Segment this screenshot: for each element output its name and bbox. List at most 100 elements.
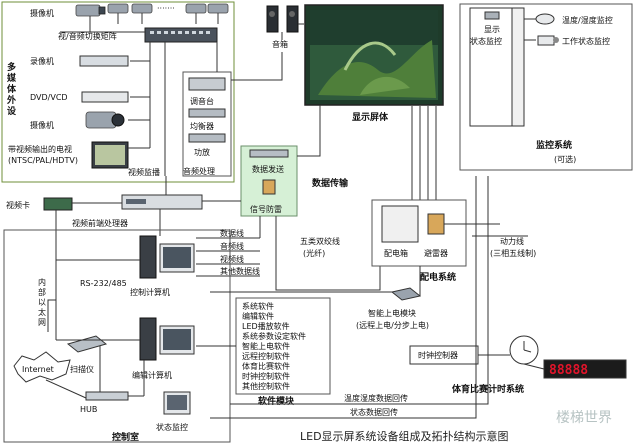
internet-label: Internet	[22, 365, 54, 374]
camera-icon	[75, 4, 106, 17]
lan-5: 网	[38, 318, 46, 327]
software-list: 系统软件编辑软件LED播放软件系统参数设定软件智能上电软件远程控制软件体育比赛软…	[242, 301, 306, 391]
multimedia-label-4: 外	[6, 94, 16, 106]
software-module-box	[235, 297, 331, 395]
camera-row-icon: ·······	[107, 3, 229, 14]
hub-label: HUB	[80, 405, 97, 414]
surge-protector-icon	[262, 179, 276, 195]
display-body-label: 显示屏体	[352, 111, 389, 123]
software-list-item: 体育比赛软件	[242, 361, 290, 371]
multimedia-label-2: 媒	[6, 72, 17, 84]
camera-top-label: 摄像机	[30, 8, 54, 18]
audio-processing-label: 音频处理	[183, 166, 215, 176]
watermark: 楼梯世界	[556, 410, 612, 426]
power-line-1: 动力线	[500, 236, 524, 246]
audio-line-label: 音频线	[220, 241, 244, 251]
work-status-label: 工作状态监控	[562, 36, 610, 46]
smart-power-label-1: 智能上电模块	[368, 308, 416, 318]
monitor-system-panel	[459, 3, 633, 171]
mixer-device	[188, 77, 226, 91]
monitor-optional-label: (可选)	[554, 154, 576, 164]
cat5-label-1: 五类双绞线	[300, 236, 340, 246]
lan-1: 内	[38, 277, 46, 287]
monitor-system-label: 监控系统	[536, 139, 572, 151]
svg-text:88888: 88888	[549, 363, 588, 378]
smart-power-label-2: (远程上电/分步上电)	[356, 320, 429, 330]
status-monitor-label: 状态监控	[156, 422, 188, 432]
software-list-item: 智能上电软件	[242, 341, 290, 351]
power-line-2: (三相五线制)	[490, 248, 536, 258]
video-line-label: 视频线	[220, 254, 244, 264]
scanner-label: 扫描仪	[70, 364, 94, 374]
status-feedback-label: 状态数据回传	[350, 407, 398, 417]
diagram-caption: LED显示屏系统设备组成及拓扑结构示意图	[300, 429, 509, 443]
software-list-item: LED播放软件	[242, 321, 290, 331]
data-line-label: 数据线	[220, 228, 244, 238]
software-list-item: 远程控制软件	[242, 351, 290, 361]
software-list-item: 时钟控制软件	[242, 371, 290, 381]
distribution-box-label: 配电箱	[384, 248, 408, 258]
display-status-2: 状态监控	[470, 36, 502, 46]
svg-text:·······: ·······	[157, 4, 175, 13]
distribution-box-icon	[381, 205, 419, 243]
software-list-item: 其他控制软件	[242, 381, 290, 391]
rs232-label: RS-232/485	[80, 279, 127, 288]
multimedia-label-1: 多	[7, 61, 16, 73]
arrester-icon	[427, 213, 445, 235]
data-send-label: 数据发送	[252, 164, 284, 174]
speaker-label: 音箱	[272, 39, 288, 49]
clock-controller-label: 时钟控制器	[418, 350, 458, 360]
control-room-label: 控制室	[112, 431, 139, 443]
video-card-label: 视频卡	[6, 200, 30, 210]
smart-power-module-device	[390, 287, 422, 301]
control-computer-device	[139, 235, 195, 279]
recorder-device	[79, 55, 129, 67]
video-monitor-label: 视频监播	[128, 167, 160, 177]
internet-cloud-icon	[13, 351, 71, 383]
software-list-item: 编辑软件	[242, 311, 274, 321]
other-data-line-label: 其他数据线	[220, 266, 260, 276]
software-list-item: 系统参数设定软件	[242, 331, 306, 341]
tv-label-2: (NTSC/PAL/HDTV)	[8, 156, 78, 165]
multimedia-panel	[1, 1, 235, 183]
led-display-screen	[304, 4, 444, 106]
arrester-label: 避雷器	[424, 248, 448, 258]
camera2-label: 摄像机	[30, 120, 54, 130]
amplifier-device	[188, 133, 226, 143]
status-camera-icon	[484, 11, 500, 20]
cat5-label-2: (光纤)	[303, 248, 325, 258]
matrix-device	[144, 27, 218, 43]
software-list-item: 系统软件	[242, 301, 274, 311]
tv-label-1: 带视频输出的电视	[8, 144, 72, 154]
speaker-icon	[266, 5, 299, 33]
dvd-device	[81, 91, 129, 103]
video-front-processor-device	[121, 194, 203, 210]
lan-4: 太	[38, 307, 46, 317]
equalizer-device	[188, 108, 226, 118]
multimedia-label-3: 体	[7, 83, 17, 95]
display-status-1: 显示	[484, 25, 500, 34]
matrix-label: 视/音频切换矩阵	[58, 31, 117, 41]
equalizer-label: 均衡器	[190, 121, 214, 131]
clock-icon	[509, 335, 539, 365]
edit-computer-label: 编辑计算机	[132, 370, 172, 380]
multimedia-label-5: 设	[7, 105, 17, 117]
edit-computer-device	[139, 317, 195, 361]
lan-2: 部	[38, 287, 46, 297]
tv-icon	[91, 141, 129, 169]
lan-3: 以	[38, 298, 46, 307]
power-system-label: 配电系统	[420, 271, 456, 283]
hub-device	[85, 391, 129, 401]
temp-humidity-label: 温度/湿度监控	[562, 15, 613, 25]
video-front-processor-label: 视频前端处理器	[72, 218, 128, 228]
humidity-sensor-icon	[535, 13, 555, 25]
video-card-icon	[43, 197, 73, 211]
control-computer-label: 控制计算机	[130, 287, 170, 297]
temp-feedback-label: 温度湿度数据回传	[344, 393, 408, 403]
camcorder-icon	[85, 111, 125, 129]
amplifier-label: 功放	[194, 147, 210, 157]
status-monitor-device	[163, 391, 191, 415]
software-module-label: 软件模块	[258, 395, 295, 407]
recorder-label: 录像机	[30, 56, 54, 66]
